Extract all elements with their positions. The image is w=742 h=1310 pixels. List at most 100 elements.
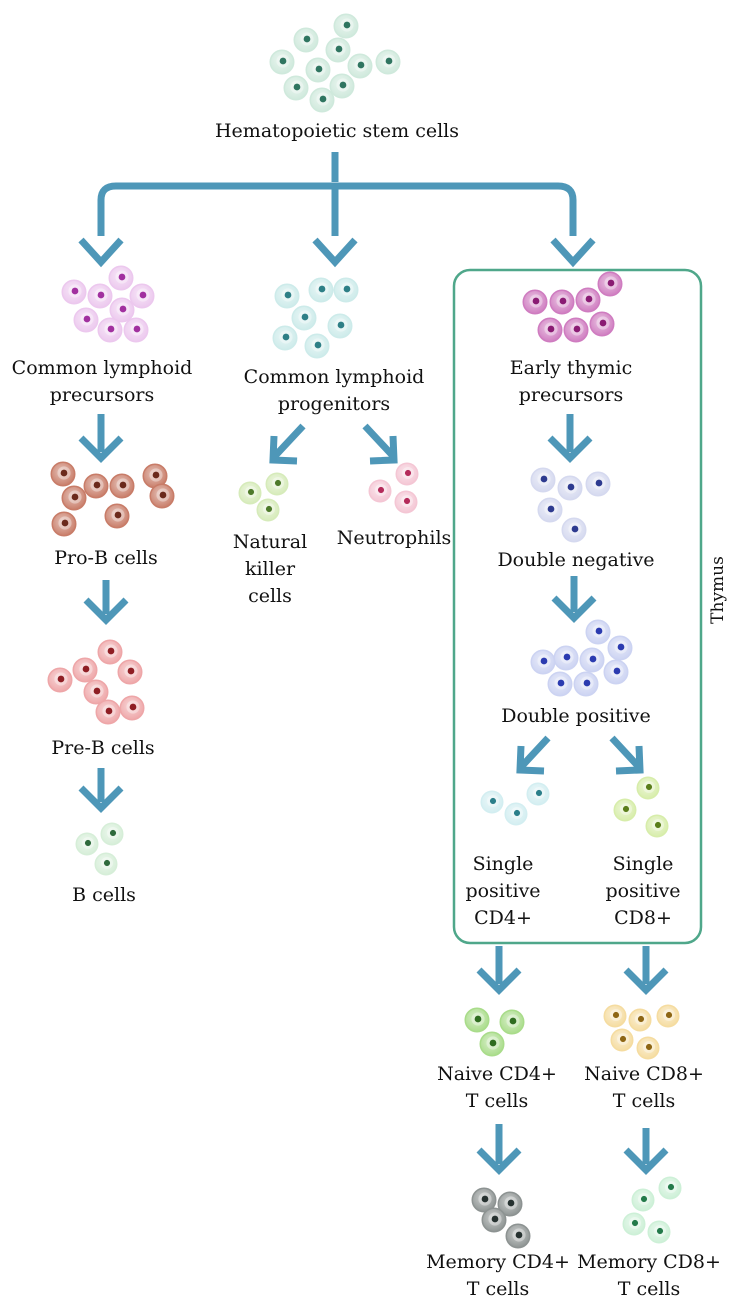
cell: [304, 333, 330, 359]
cell: [272, 325, 298, 351]
cell: [75, 832, 99, 856]
cell: [573, 671, 599, 697]
cell: [47, 667, 73, 693]
cell: [269, 49, 295, 75]
cell: [613, 798, 637, 822]
cell: [265, 472, 289, 496]
hsc-branch-connector: [97, 152, 577, 236]
cell: [622, 1212, 646, 1236]
cell: [83, 679, 109, 705]
cell: [530, 467, 556, 493]
cell: [589, 311, 615, 337]
cell: [585, 619, 611, 645]
cell: [325, 37, 351, 63]
cell: [479, 1031, 505, 1057]
label-naive-cd8-t-cells: Naive CD8+T cells: [584, 1063, 704, 1112]
cell: [395, 462, 419, 486]
cell: [104, 503, 130, 529]
cell: [109, 297, 135, 323]
cell: [481, 1207, 507, 1233]
cell: [537, 497, 563, 523]
b-cells-cluster: [75, 822, 124, 876]
cell: [308, 277, 334, 303]
cell: [553, 645, 579, 671]
cell: [497, 1191, 523, 1217]
cell: [394, 490, 418, 514]
cell: [597, 271, 623, 297]
label-memory-cd4-t-cells: Memory CD4+T cells: [426, 1251, 570, 1300]
cell: [329, 73, 355, 99]
cell: [119, 695, 145, 721]
arrow-naive4-to-mem4: [476, 1124, 522, 1175]
cell: [87, 283, 113, 309]
arrow-clp-to-prob: [78, 414, 124, 463]
cell: [100, 822, 124, 846]
single-positive-cd4-cells-cluster: [480, 782, 550, 826]
cell: [61, 279, 87, 305]
cell: [309, 87, 335, 113]
arrow-preb-to-bcells: [78, 768, 124, 813]
cell: [607, 635, 633, 661]
cell: [61, 485, 87, 511]
label-double-negative: Double negative: [497, 549, 655, 571]
cell: [375, 49, 401, 75]
hematopoietic-stem-cells-cluster: [269, 13, 401, 113]
cell: [579, 647, 605, 673]
cell: [256, 498, 280, 522]
cell: [72, 657, 98, 683]
naive-cd4-t-cells-cluster: [464, 1007, 525, 1057]
label-naive-cd4-t-cells: Naive CD4+T cells: [437, 1063, 557, 1112]
label-b-cells: B cells: [72, 884, 136, 906]
cell: [471, 1187, 497, 1213]
thymus-label: Thymus: [708, 556, 728, 624]
cell: [333, 13, 359, 39]
neutrophils-cluster: [368, 462, 419, 514]
cell: [109, 473, 135, 499]
cell: [530, 649, 556, 675]
arrow-clp-to-nk: [269, 423, 306, 465]
cell: [575, 287, 601, 313]
arrow-head-to-etp: [550, 237, 596, 268]
cell: [149, 483, 175, 509]
cell: [305, 57, 331, 83]
cell: [108, 265, 134, 291]
arrow-head-to-clp-left: [78, 237, 124, 268]
arrow-head-to-clp-mid: [312, 237, 358, 268]
memory-cd8-t-cells-cluster: [622, 1176, 682, 1244]
cell: [549, 289, 575, 315]
cell: [347, 53, 373, 79]
cell: [117, 659, 143, 685]
cell: [504, 802, 528, 826]
arrows: [78, 152, 669, 1175]
common-lymphoid-progenitors-cluster: [272, 277, 359, 359]
arrow-dp-to-sp4: [516, 735, 551, 775]
naive-cd8-t-cells-cluster: [603, 1004, 680, 1060]
cell: [129, 283, 155, 309]
arrow-naive8-to-mem8: [623, 1128, 669, 1175]
thymus-compartment: [452, 268, 703, 945]
early-thymic-precursors-cluster: [522, 271, 623, 343]
pre-b-cells-cluster: [47, 639, 145, 725]
cell: [97, 639, 123, 665]
single-positive-cd8-cells-cluster: [613, 776, 669, 838]
cell: [83, 473, 109, 499]
cell: [610, 1028, 634, 1052]
cell: [547, 671, 573, 697]
cell: [293, 27, 319, 53]
cell-illustrations: [47, 13, 682, 1249]
cell: [645, 814, 669, 838]
cell: [647, 1220, 671, 1244]
cell: [333, 277, 359, 303]
cell: [50, 461, 76, 487]
cell: [123, 317, 149, 343]
arrow-dp-to-sp8: [609, 735, 644, 775]
cell: [563, 317, 589, 343]
cell: [142, 463, 168, 489]
